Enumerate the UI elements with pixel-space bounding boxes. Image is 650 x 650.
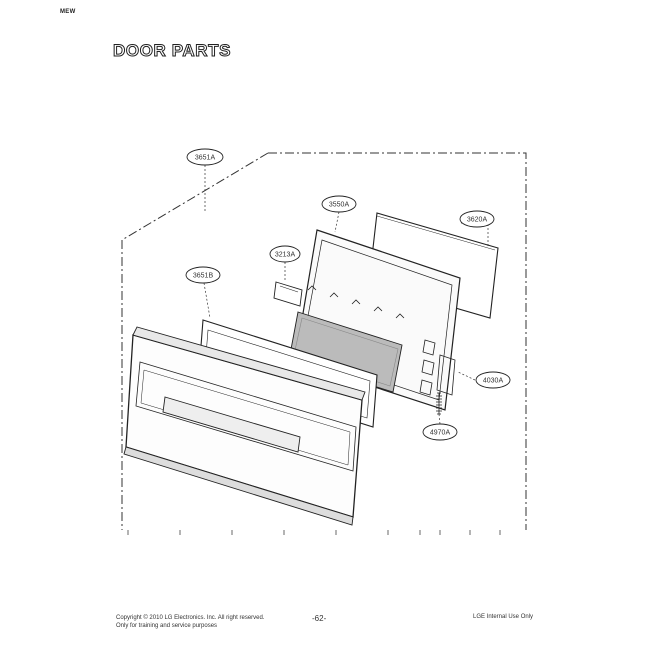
- callout-3213A: 3213A: [269, 245, 301, 263]
- latch-part: [273, 281, 303, 307]
- usage-text: Only for training and service purposes: [116, 623, 218, 629]
- page-number: -62-: [312, 614, 327, 623]
- callout-label: 4970A: [430, 430, 451, 437]
- page-title: DOOR PARTS: [112, 41, 232, 61]
- footer-copyright-block: Copyright © 2010 LG Electronics. Inc. Al…: [116, 614, 265, 630]
- callout-label: 3550A: [329, 202, 350, 209]
- callout-label: 3651A: [195, 155, 216, 162]
- internal-use-label: LGE Internal Use Only: [473, 614, 534, 620]
- callout-4030A: 4030A: [475, 371, 511, 389]
- callout-3620A: 3620A: [459, 210, 495, 228]
- spring-part: [436, 392, 442, 415]
- copyright-text: Copyright © 2010 LG Electronics. Inc. Al…: [116, 615, 265, 621]
- callout-3550A: 3550A: [321, 195, 357, 213]
- callout-4970A: 4970A: [422, 423, 458, 441]
- callout-label: 3213A: [275, 252, 296, 259]
- bottom-ticks: [127, 530, 501, 535]
- callout-label: 3620A: [467, 217, 488, 224]
- model-code: MEW: [60, 9, 76, 15]
- callout-3651B: 3651B: [185, 266, 221, 284]
- door-front: [123, 319, 378, 526]
- callout-label: 3651B: [193, 273, 214, 280]
- dash-boundary: [121, 152, 527, 530]
- callout-label: 4030A: [483, 378, 504, 385]
- callout-3651A: 3651A: [186, 148, 224, 166]
